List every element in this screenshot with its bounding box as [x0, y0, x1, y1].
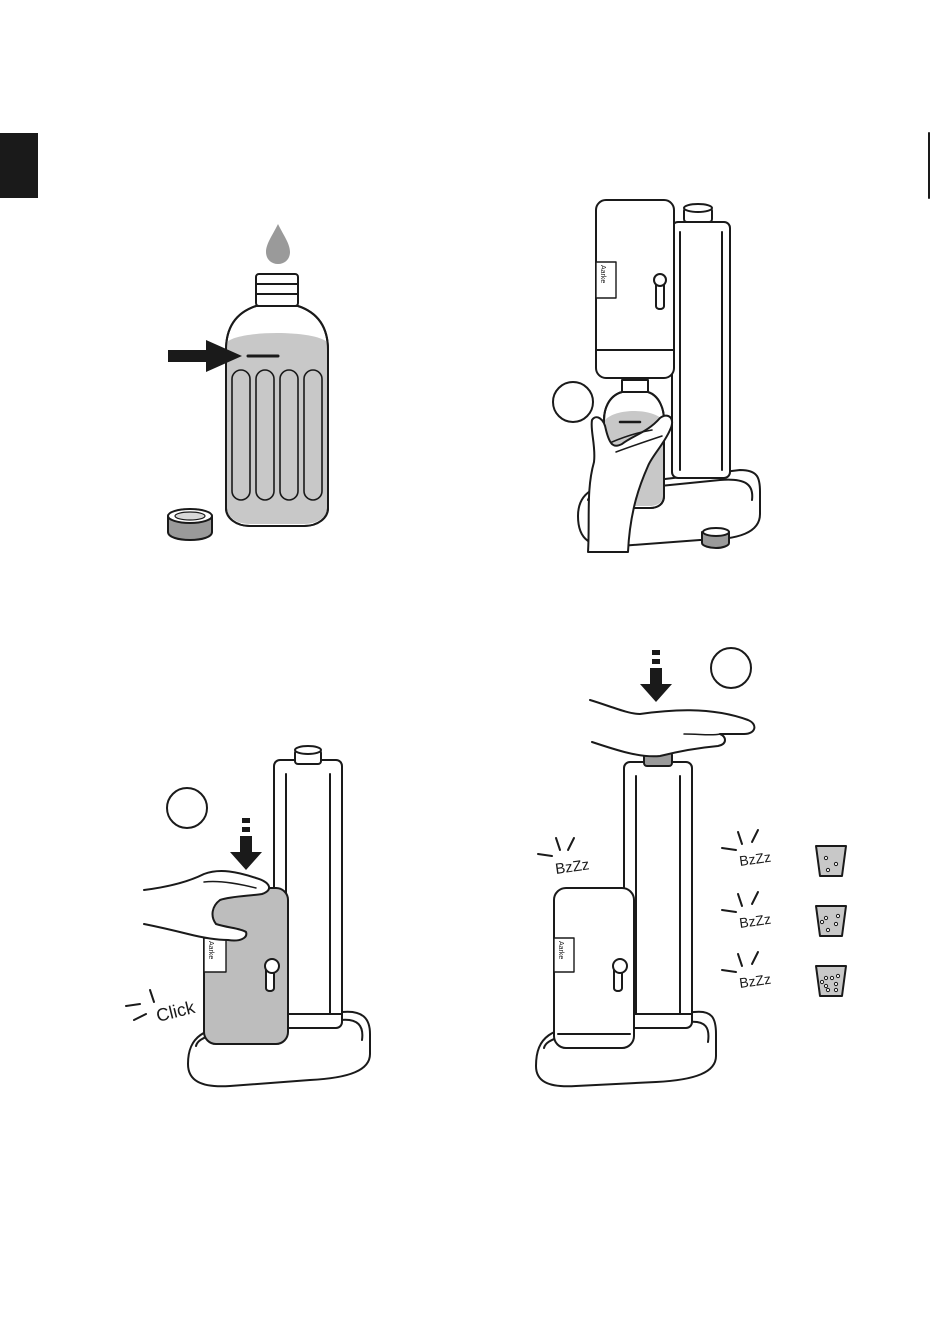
machine-badge-text-3: Aarke [207, 941, 214, 959]
bottle-neck [256, 274, 298, 306]
bubble [836, 914, 839, 917]
bubble [826, 928, 829, 931]
bubble [826, 988, 829, 991]
sound-buzz-label-3: BzZz [738, 971, 772, 991]
bubble [824, 984, 827, 987]
push-down-arrow-icon [230, 836, 262, 870]
bubble [826, 868, 829, 871]
bottle-water [227, 333, 327, 524]
bubble [824, 856, 827, 859]
machine-badge-text-4: Aarke [557, 941, 564, 959]
bubble [820, 920, 823, 923]
bubble [824, 916, 827, 919]
glass-icon-1 [816, 846, 846, 876]
push-arrow-dash-2 [242, 827, 250, 832]
push-arrow-dash-b [652, 659, 660, 664]
step-4-carbonate: Aarke BzZz BzZz BzZz BzZz [536, 648, 846, 1086]
step-4-marker [711, 648, 751, 688]
bubble [834, 922, 837, 925]
machine-badge-text: Aarke [599, 265, 606, 283]
hand-pressing-top [590, 700, 754, 756]
step-2-marker [553, 382, 593, 422]
sound-buzz-label-1: BzZz [738, 849, 772, 869]
step-1-fill-bottle [168, 224, 328, 540]
bottle-cap [168, 509, 212, 540]
sound-buzz-label-main: BzZz [554, 856, 590, 878]
water-drop-icon [266, 224, 290, 264]
push-arrow-dash-1 [242, 818, 250, 823]
bubble [834, 982, 837, 985]
push-arrow-dash-a [652, 650, 660, 655]
bubble [834, 862, 837, 865]
step-3-click-into-place: Aarke Click [126, 746, 370, 1086]
bubble [820, 980, 823, 983]
sound-click-label: Click [154, 997, 198, 1026]
press-down-arrow-icon [640, 668, 672, 702]
step-2-attach-bottle: Aarke [553, 200, 760, 552]
bubble [834, 988, 837, 991]
bottle-cap-floor [702, 528, 729, 548]
step-3-marker [167, 788, 207, 828]
sound-buzz-label-2: BzZz [738, 911, 772, 931]
bubble [830, 976, 833, 979]
bubble [824, 976, 827, 979]
page-tab [0, 133, 38, 198]
bubble [836, 974, 839, 977]
